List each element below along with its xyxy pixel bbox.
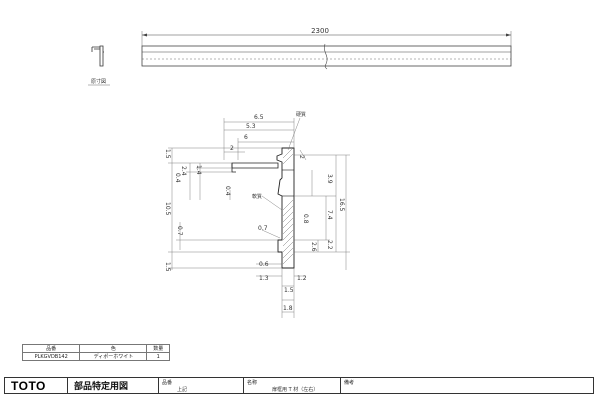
name-value: 扉框用 T 材（左右）: [272, 387, 319, 393]
dim-10-5: 10.5: [164, 202, 171, 216]
parts-header-qty: 数量: [146, 344, 170, 353]
profile-thumbnail: [91, 45, 104, 67]
hinban-cell: 品番 上記: [159, 378, 244, 393]
name-label: 名称: [247, 380, 258, 386]
cross-section: [231, 147, 295, 269]
notes-cell: 備考: [341, 378, 593, 393]
dim-6: 6: [244, 134, 248, 141]
dim-0-7a: 0.7: [176, 226, 183, 236]
dim-7-4: 7.4: [326, 210, 333, 220]
material-lower-label: 軟質: [252, 193, 262, 200]
dim-16-5: 16.5: [338, 198, 345, 212]
toto-logo: TOTO: [11, 378, 46, 393]
parts-cell-qty: 1: [146, 352, 170, 361]
dim-0-6: 0.6: [259, 261, 269, 268]
dim-2-4: 2.4: [180, 166, 187, 176]
dim-0-4b: 0.4: [224, 186, 231, 196]
dim-6-5: 6.5: [254, 114, 264, 121]
overall-length-label: 2300: [311, 27, 329, 35]
doc-title-cell: 部品特定用図: [68, 378, 159, 393]
dim-5-3: 5.3: [246, 123, 256, 130]
dim-2-2: 2.2: [326, 240, 333, 250]
notes-label: 備考: [344, 380, 355, 386]
dim-3-9: 3.9: [326, 174, 333, 184]
parts-cell-color: ディポーホワイト: [79, 352, 148, 361]
name-cell: 名称 扉框用 T 材（左右）: [244, 378, 341, 393]
logo-cell: TOTO: [5, 378, 68, 393]
dim-2-6: 2.6: [310, 242, 317, 252]
dim-0-8: 0.8: [302, 214, 309, 224]
parts-header-color: 色: [79, 344, 148, 353]
dim-0-7b: 0.7: [258, 225, 268, 232]
dim-1-2: 1.2: [297, 275, 307, 282]
dim-2: 2: [230, 145, 234, 152]
dim-1-8: 1.8: [283, 305, 293, 312]
dimension-texts: 6.5 5.3 6 2 1.5 0.4 2.4 1.4 0.4 10.5 0.7…: [164, 114, 345, 312]
parts-header-row: 品番 色 数量: [21, 344, 170, 353]
title-block: TOTO 部品特定用図 品番 上記 名称 扉框用 T 材（左右） 備考: [4, 377, 594, 394]
dim-1-5-bot: 1.5: [164, 262, 171, 272]
parts-table: 品番 色 数量 PLKGVDB142 ディポーホワイト 1: [21, 344, 170, 361]
hinban-label: 品番: [162, 380, 173, 386]
doc-title: 部品特定用図: [74, 382, 129, 392]
elevation-view: [141, 31, 512, 70]
dim-2-right: 2: [298, 155, 305, 159]
dim-1-4: 1.4: [195, 165, 202, 175]
parts-header-hinban: 品番: [21, 344, 81, 353]
parts-cell-hinban: PLKGVDB142: [21, 352, 81, 361]
dim-1-3: 1.3: [259, 275, 269, 282]
dimension-lines: [168, 117, 350, 318]
dim-0-4a: 0.4: [174, 173, 181, 183]
dim-1-5-top: 1.5: [164, 149, 171, 159]
material-upper-label: 硬質: [296, 111, 306, 118]
parts-row: PLKGVDB142 ディポーホワイト 1: [21, 352, 170, 361]
dim-1-5-b: 1.5: [284, 287, 294, 294]
hinban-value: 上記: [177, 387, 188, 393]
section-label: 原寸図: [91, 78, 106, 85]
